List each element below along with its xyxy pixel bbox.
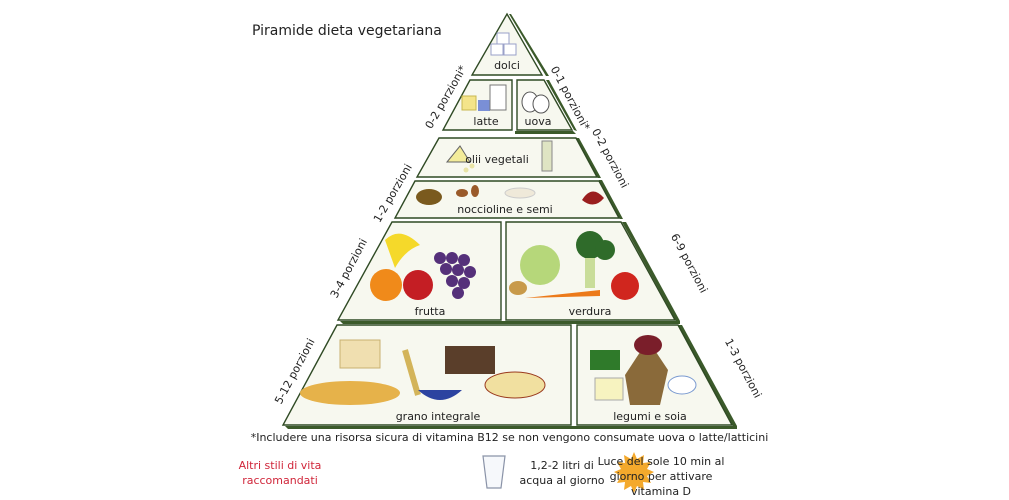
sun-recommendation: Luce del sole 10 min al giorno per attiv…: [597, 455, 725, 498]
vegetables-icon: [509, 231, 639, 300]
tier-noccioline: [393, 180, 621, 219]
label-legumi: legumi e soia: [613, 410, 687, 423]
label-verdura: verdura: [569, 305, 612, 318]
oil-icon: [445, 140, 553, 173]
lifestyle-heading: Altri stili di vita raccomandati: [238, 459, 322, 487]
label-latte: latte: [473, 115, 498, 128]
label-noccioline: noccioline e semi: [457, 203, 552, 216]
nuts-icon: [416, 185, 604, 205]
page-title: Piramide dieta vegetariana: [252, 23, 442, 39]
portion-verdura: 6-9 porzioni: [668, 231, 710, 295]
eggs-icon: [521, 91, 550, 114]
label-frutta: frutta: [415, 305, 446, 318]
portion-legumi: 1-3 porzioni: [722, 336, 764, 400]
pyramid-shadows: [285, 14, 737, 429]
sun-icon: [614, 452, 654, 493]
grains-icon: [300, 339, 546, 405]
sugar-cubes-icon: [490, 32, 517, 56]
water-recommendation: 1,2-2 litri di acqua al giorno: [519, 459, 605, 487]
label-uova: uova: [525, 115, 552, 128]
label-olii: olii vegetali: [465, 153, 529, 166]
label-dolci: dolci: [494, 59, 520, 72]
dairy-icon: [461, 84, 507, 111]
fruit-icon: [370, 233, 476, 301]
b12-footnote: *Includere una risorsa sicura di vitamin…: [250, 431, 769, 444]
water-glass-icon: [482, 455, 506, 489]
legumes-icon: [590, 335, 697, 405]
label-grano: grano integrale: [396, 410, 481, 423]
